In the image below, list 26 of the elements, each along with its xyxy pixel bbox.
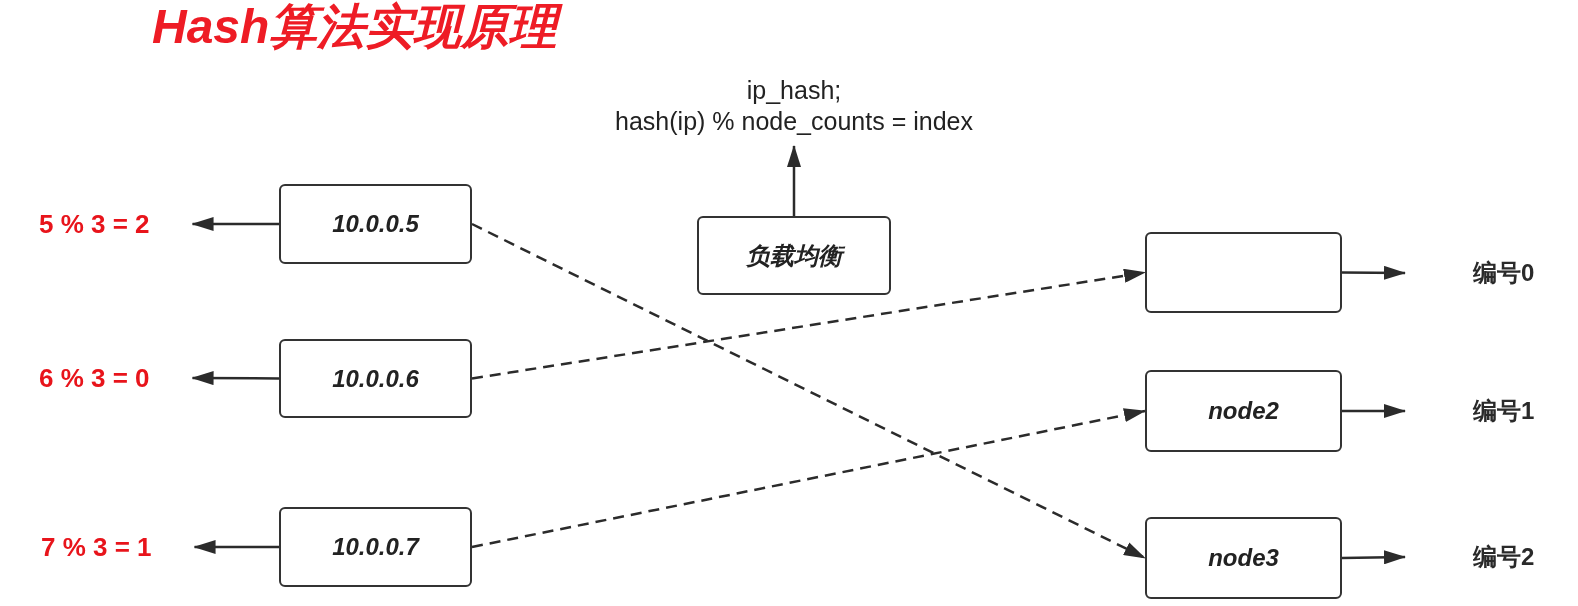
- arrow: [787, 145, 801, 216]
- index-label: 编号0: [1473, 257, 1535, 289]
- formula-label: 6 % 3 = 0: [39, 363, 150, 393]
- hash-rule-text: hash(ip) % node_counts = index: [615, 106, 973, 137]
- index-label: 编号1: [1473, 395, 1535, 427]
- server-box: node2: [1145, 370, 1342, 452]
- dashed-arrow: [471, 222, 1146, 560]
- formula-label: 7 % 3 = 1: [41, 532, 152, 562]
- hash-rule-text: ip_hash;: [746, 75, 842, 106]
- dashed-arrow: [471, 408, 1146, 549]
- server-box: [1145, 232, 1342, 313]
- diagram-title: Hash算法实现原理: [152, 0, 570, 56]
- server-box: node3: [1145, 517, 1342, 599]
- index-label: 编号2: [1473, 541, 1535, 573]
- arrow: [1342, 404, 1406, 418]
- ip-address-box: 10.0.0.5: [279, 184, 472, 264]
- formula-label: 5 % 3 = 2: [39, 209, 150, 239]
- arrow: [191, 371, 279, 386]
- load-balancer-box: 负载均衡: [697, 216, 891, 295]
- arrow: [191, 217, 279, 231]
- ip-address-box: 10.0.0.6: [279, 339, 472, 418]
- arrow: [1342, 265, 1406, 280]
- ip-address-box: 10.0.0.7: [279, 507, 472, 587]
- dashed-arrow: [471, 268, 1146, 380]
- arrow: [1341, 550, 1406, 565]
- arrow: [193, 540, 279, 554]
